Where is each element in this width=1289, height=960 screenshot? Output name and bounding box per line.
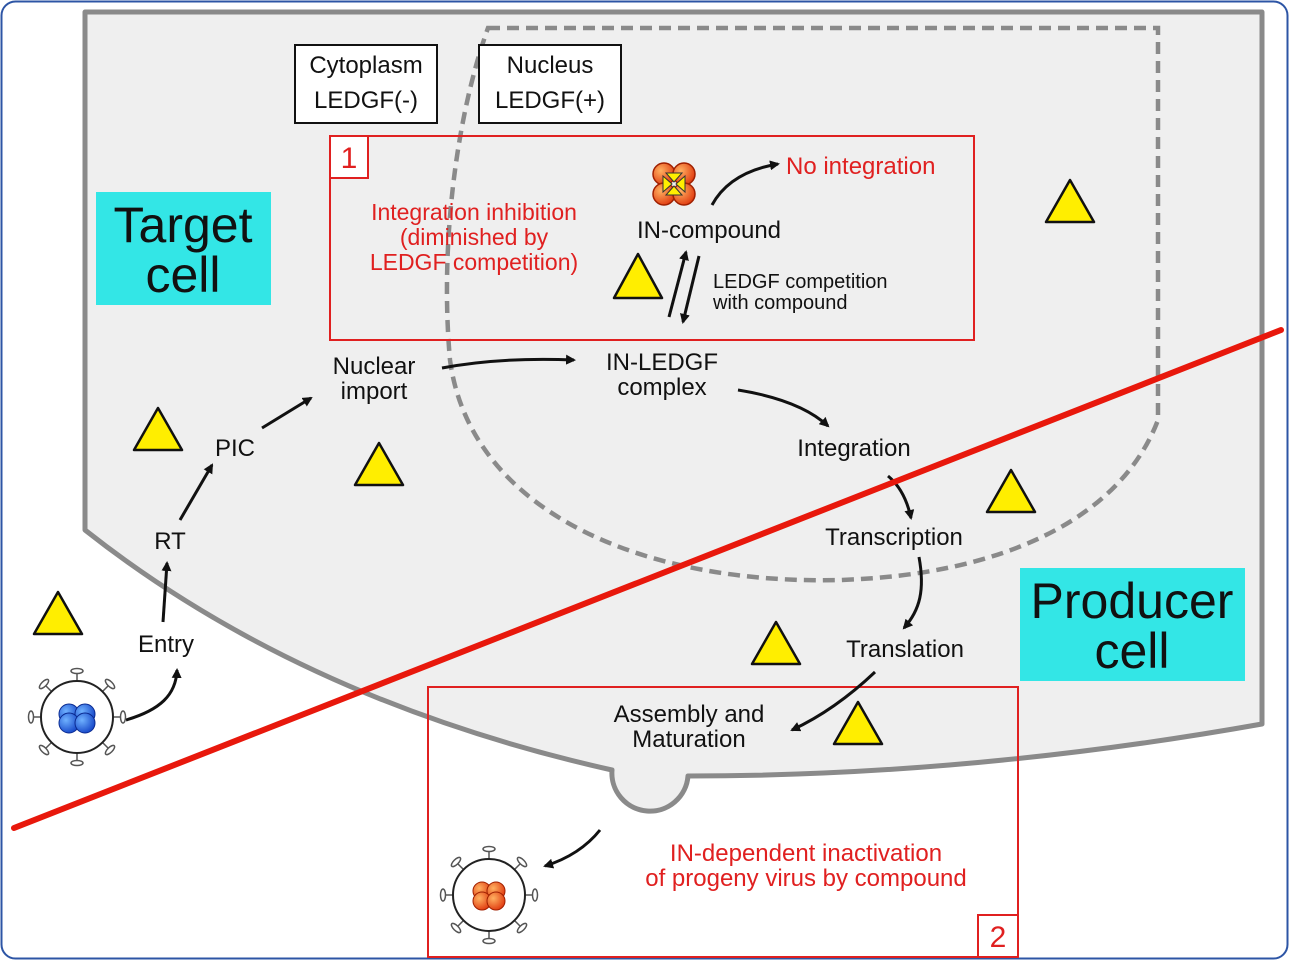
svg-text:IN-LEDGF: IN-LEDGF bbox=[606, 349, 718, 376]
svg-text:Integration inhibition: Integration inhibition bbox=[371, 199, 577, 225]
svg-text:LEDGF(+): LEDGF(+) bbox=[495, 87, 605, 114]
progeny-virus-icon bbox=[439, 845, 539, 945]
translation-label: Translation bbox=[846, 636, 964, 663]
arrow-virus-to-entry bbox=[125, 668, 182, 722]
svg-text:Integration: Integration bbox=[797, 435, 910, 462]
triangle-icon bbox=[32, 590, 84, 636]
ledgf-competition-label-2: with compound bbox=[712, 292, 848, 314]
arrow-translation-to-assembly bbox=[790, 670, 877, 732]
arrow-transcription-to-translation bbox=[902, 556, 923, 630]
cell-membrane bbox=[82, 9, 1265, 814]
target-cell-box bbox=[96, 192, 271, 305]
nucleus-label: Nucleus bbox=[507, 52, 594, 79]
nucleus-label-box bbox=[478, 44, 622, 124]
arrow-entry-to-rt bbox=[161, 561, 172, 623]
svg-text:Nuclear: Nuclear bbox=[333, 353, 416, 380]
svg-text:of progeny virus by compound: of progeny virus by compound bbox=[645, 865, 967, 892]
arrow-up-equilibrium bbox=[667, 250, 689, 318]
ledgf-competition-label-1: LEDGF competition bbox=[713, 271, 888, 293]
producer-cell-label-2: cell bbox=[1094, 623, 1169, 679]
svg-text:Translation: Translation bbox=[846, 636, 964, 663]
transcription-label: Transcription bbox=[825, 524, 963, 551]
nuclear-import-label: Nuclear bbox=[333, 353, 416, 380]
compound-icon bbox=[652, 162, 696, 206]
svg-text:with compound: with compound bbox=[712, 292, 848, 314]
cytoplasm-label-box bbox=[294, 44, 438, 124]
in-ledgf-label: IN-LEDGF bbox=[606, 349, 718, 376]
no-integration-label: No integration bbox=[786, 153, 935, 180]
assembly-label: Assembly and bbox=[614, 701, 765, 728]
in-ledgf-label-2: complex bbox=[617, 374, 706, 401]
nuclear-import-label-2: import bbox=[341, 378, 408, 405]
svg-text:No integration: No integration bbox=[786, 153, 935, 180]
inactivation-label-1: IN-dependent inactivation bbox=[670, 840, 942, 867]
svg-text:cell: cell bbox=[145, 247, 220, 303]
svg-text:LEDGF competition: LEDGF competition bbox=[713, 271, 888, 293]
svg-text:Nucleus: Nucleus bbox=[507, 52, 594, 79]
inhibition-label-3: LEDGF competition) bbox=[370, 249, 578, 275]
cytoplasm-ledgf-label: LEDGF(-) bbox=[314, 87, 418, 114]
inhibition-label-2: (diminished by bbox=[400, 224, 549, 250]
arrow-complex-to-integration bbox=[737, 388, 830, 428]
inactivation-label-2: of progeny virus by compound bbox=[645, 865, 967, 892]
svg-text:PIC: PIC bbox=[215, 435, 255, 462]
triangle-icon bbox=[132, 406, 184, 452]
virus-icon bbox=[27, 667, 127, 767]
cytoplasm-label: Cytoplasm bbox=[309, 52, 422, 79]
arrow-integration-to-transcription bbox=[887, 474, 915, 520]
box-2-number-box bbox=[977, 914, 1019, 958]
box-1-number: 1 bbox=[341, 142, 358, 175]
triangle-icon bbox=[750, 620, 802, 666]
svg-text:LEDGF(-): LEDGF(-) bbox=[314, 87, 418, 114]
assembly-label-2: Maturation bbox=[632, 726, 745, 753]
svg-text:2: 2 bbox=[990, 921, 1007, 954]
triangle-icon bbox=[832, 700, 884, 746]
cell-divider-line bbox=[11, 327, 1284, 831]
svg-text:(diminished by: (diminished by bbox=[400, 224, 549, 250]
nucleus-ledgf-label: LEDGF(+) bbox=[495, 87, 605, 114]
arrow-bud-to-progeny bbox=[543, 829, 602, 869]
rt-label: RT bbox=[154, 528, 186, 555]
pic-label: PIC bbox=[215, 435, 255, 462]
arrow-import-to-complex bbox=[441, 354, 576, 370]
svg-text:RT: RT bbox=[154, 528, 186, 555]
entry-label: Entry bbox=[138, 631, 194, 658]
arrow-to-no-integration bbox=[710, 160, 780, 206]
triangle-icon bbox=[1044, 178, 1096, 224]
arrow-pic-to-import bbox=[261, 396, 313, 430]
svg-text:Maturation: Maturation bbox=[632, 726, 745, 753]
triangle-icon bbox=[353, 441, 405, 487]
box-2-number: 2 bbox=[990, 921, 1007, 954]
svg-text:IN-dependent inactivation: IN-dependent inactivation bbox=[670, 840, 942, 867]
svg-text:Cytoplasm: Cytoplasm bbox=[309, 52, 422, 79]
svg-text:Producer: Producer bbox=[1031, 573, 1234, 629]
nucleus-boundary bbox=[444, 25, 1161, 583]
producer-cell-label: Producer bbox=[1031, 573, 1234, 629]
in-compound-label: IN-compound bbox=[637, 217, 781, 244]
svg-text:IN-compound: IN-compound bbox=[637, 217, 781, 244]
target-cell-label: Target bbox=[114, 197, 253, 253]
mechanism-box-2 bbox=[427, 686, 1019, 958]
svg-text:complex: complex bbox=[617, 374, 706, 401]
svg-text:cell: cell bbox=[1094, 623, 1169, 679]
box-1-number-box bbox=[329, 135, 369, 179]
target-cell-label-2: cell bbox=[145, 247, 220, 303]
triangle-icon bbox=[612, 252, 664, 300]
svg-text:import: import bbox=[341, 378, 408, 405]
integration-label: Integration bbox=[797, 435, 910, 462]
svg-text:Assembly and: Assembly and bbox=[614, 701, 765, 728]
triangle-icon bbox=[985, 468, 1037, 514]
svg-text:1: 1 bbox=[341, 142, 358, 175]
svg-text:Target: Target bbox=[114, 197, 253, 253]
arrow-rt-to-pic bbox=[178, 463, 214, 521]
arrow-down-equilibrium bbox=[680, 255, 701, 324]
svg-text:Transcription: Transcription bbox=[825, 524, 963, 551]
svg-text:LEDGF competition): LEDGF competition) bbox=[370, 249, 578, 275]
inhibition-label-1: Integration inhibition bbox=[371, 199, 577, 225]
svg-text:Entry: Entry bbox=[138, 631, 194, 658]
producer-cell-box bbox=[1020, 568, 1245, 681]
mechanism-box-1 bbox=[329, 135, 975, 341]
